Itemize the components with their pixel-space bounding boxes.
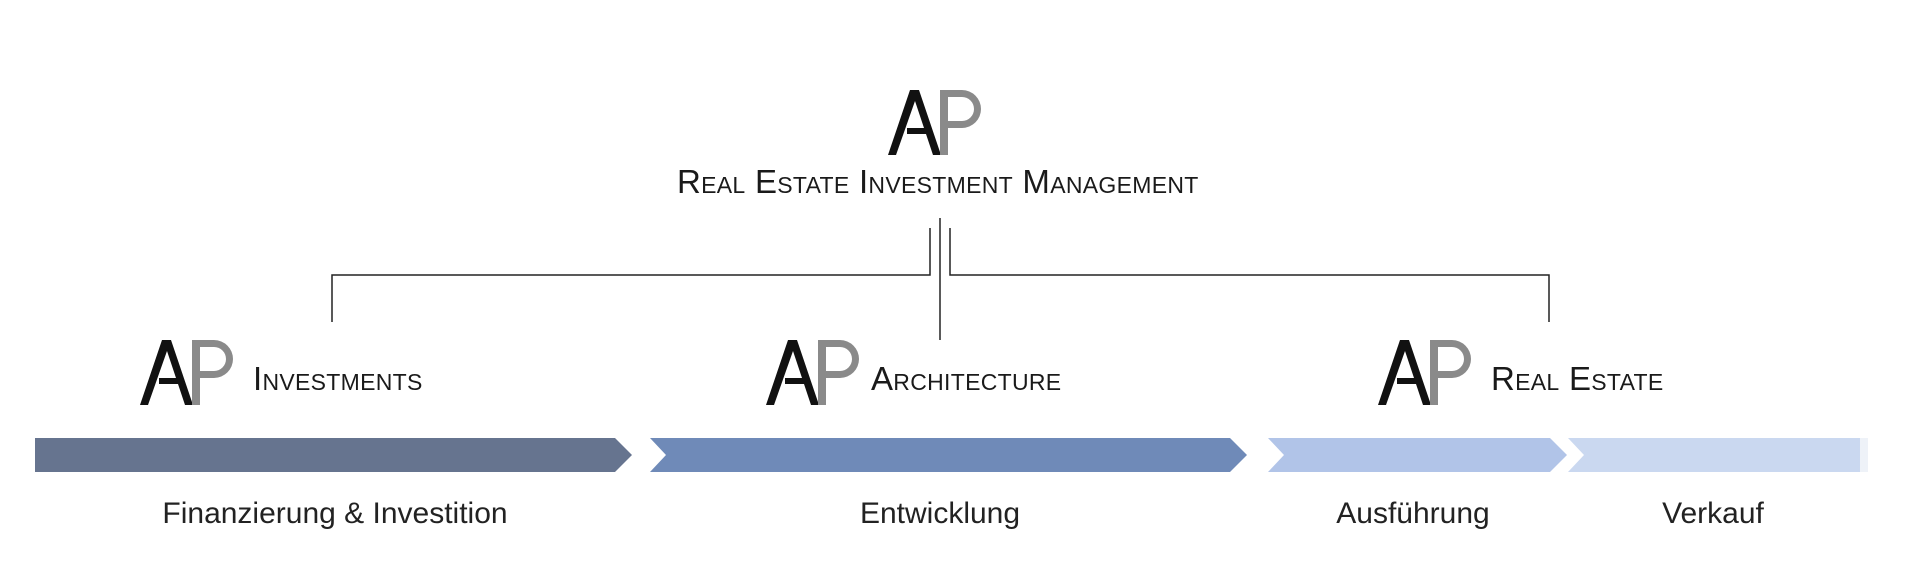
division-name-real-estate: Real Estate [1491,360,1664,397]
stage-label-verkauf: Verkauf [1662,497,1764,530]
ap-logo-main [888,90,981,155]
stage-label-finanzierung: Finanzierung & Investition [162,497,508,530]
stage-arrow-entwicklung [650,438,1247,472]
company-tagline: Real Estate Investment Management [677,163,1199,200]
logo-letter-a [888,90,941,155]
stage-arrow-finanzierung [35,438,632,472]
ap-logo-investments [140,340,233,405]
stage-label-ausfuehrung: Ausführung [1336,497,1490,530]
logo-letter-p [940,90,981,155]
division-name-investments: Investments [253,360,423,397]
stage-arrow-ausfuehrung [1268,438,1567,472]
stage-label-entwicklung: Entwicklung [859,497,1021,530]
ap-logo-architecture [766,340,859,405]
division-name-architecture: Architecture [871,360,1062,397]
ap-logo-real-estate [1378,340,1471,405]
stage-arrow-verkauf [1568,438,1868,472]
